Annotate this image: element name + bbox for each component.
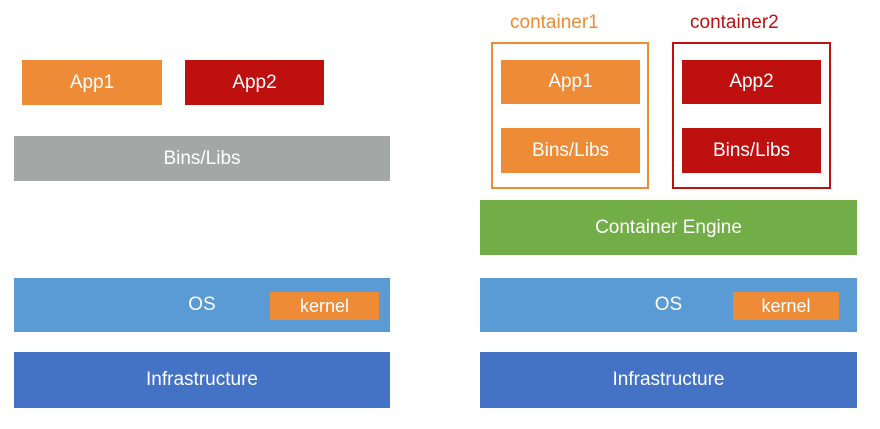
left-bins-libs-box: Bins/Libs bbox=[14, 136, 390, 181]
right-infrastructure-box: Infrastructure bbox=[480, 352, 857, 408]
container-engine-box: Container Engine bbox=[480, 200, 857, 255]
left-app1-label: App1 bbox=[69, 71, 115, 93]
container1-outline bbox=[491, 42, 649, 189]
left-kernel-label: kernel bbox=[299, 295, 350, 316]
right-kernel-label: kernel bbox=[761, 295, 811, 316]
container2-label: container2 bbox=[690, 12, 779, 33]
container1-bins-libs-box: Bins/Libs bbox=[501, 128, 640, 173]
container1-app-box: App1 bbox=[501, 60, 640, 104]
container1-bins-libs-label: Bins/Libs bbox=[531, 139, 610, 161]
right-kernel-box: kernel bbox=[733, 292, 839, 320]
container2-bins-libs-label: Bins/Libs bbox=[712, 139, 791, 161]
container2-app-label: App2 bbox=[729, 71, 774, 92]
left-infrastructure-box: Infrastructure bbox=[14, 352, 390, 408]
container1-label: container1 bbox=[510, 12, 599, 33]
container-engine-label: Container Engine bbox=[595, 216, 742, 238]
left-bins-libs-label: Bins/Libs bbox=[163, 147, 241, 169]
right-os-label: OS bbox=[654, 294, 683, 315]
container1-app-label: App1 bbox=[548, 71, 593, 92]
left-app2-box: App2 bbox=[185, 60, 324, 105]
left-app1-box: App1 bbox=[22, 60, 162, 105]
left-infrastructure-label: Infrastructure bbox=[146, 369, 258, 390]
container2-outline bbox=[672, 42, 831, 189]
left-kernel-box: kernel bbox=[270, 292, 379, 320]
left-os-label: OS bbox=[188, 294, 216, 315]
container2-app-box: App2 bbox=[682, 60, 821, 104]
left-app2-label: App2 bbox=[232, 71, 277, 93]
container2-bins-libs-box: Bins/Libs bbox=[682, 128, 821, 173]
right-infrastructure-label: Infrastructure bbox=[612, 369, 725, 390]
